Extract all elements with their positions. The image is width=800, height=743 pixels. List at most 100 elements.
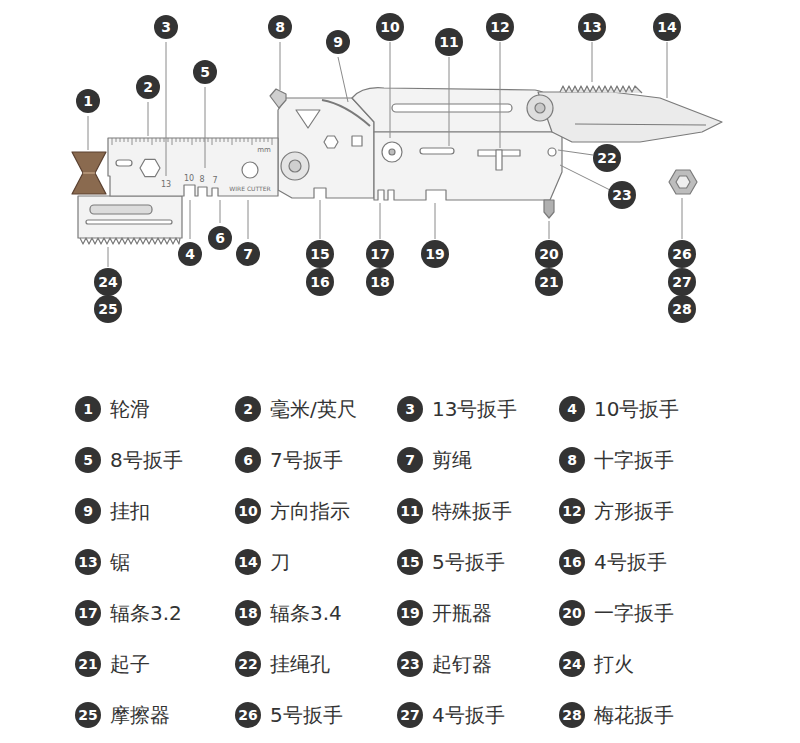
hex-bit (669, 170, 697, 194)
item-number: 25 (75, 702, 101, 728)
ruler-tick (216, 138, 217, 142)
key-entry: 21 起子 (75, 651, 150, 677)
leader-lines (88, 42, 682, 267)
leader-line (500, 42, 501, 148)
ruler-tick (172, 138, 173, 145)
item-number: 12 (559, 498, 585, 524)
item-number: 1 (75, 396, 101, 422)
item-number: 16 (559, 549, 585, 575)
key-entry: 17辐条3.2 (75, 600, 182, 626)
ruler-tick (240, 138, 241, 142)
item-name: 13号扳手 (432, 397, 517, 421)
callout-number: 11 (435, 28, 463, 56)
item-number: 24 (98, 275, 117, 289)
key-entry: 25摩擦器 (75, 702, 170, 728)
blade-pivot (527, 95, 553, 121)
callout-number: 12 (486, 13, 514, 41)
item-number: 21 (539, 275, 558, 289)
ruler-tick (244, 138, 245, 142)
item-name: 起钉器 (432, 652, 492, 676)
leader-line (558, 150, 593, 155)
item-name: 锯 (110, 550, 130, 574)
item-number: 19 (397, 600, 423, 626)
item-number: 10 (380, 20, 399, 34)
item-name: 挂扣 (110, 499, 150, 523)
item-name: 毫米/英尺 (270, 397, 357, 421)
item-name: 剪绳 (432, 448, 472, 472)
leader-line (220, 200, 221, 223)
leader-line (205, 87, 206, 168)
tool-marking: 7 (212, 177, 217, 185)
ruler-tick (272, 138, 273, 145)
item-name: 5号扳手 (432, 550, 505, 574)
ruler-tick (248, 138, 249, 142)
item-number: 28 (672, 302, 691, 316)
item-name: 特殊扳手 (432, 499, 512, 523)
hex-wrench-13 (140, 159, 160, 176)
key-entry: 12方形扳手 (559, 498, 674, 524)
key-entry: 2 毫米/英尺 (235, 396, 357, 422)
callout-number: 5 (193, 60, 217, 84)
handle-slot (392, 104, 512, 112)
item-number: 21 (75, 651, 101, 677)
key-entry: 274号扳手 (397, 702, 505, 728)
cross-wrench-tip (270, 89, 286, 108)
ruler-tick (232, 138, 233, 145)
ruler-tick (168, 138, 169, 142)
callout-number: 7 (236, 242, 260, 266)
triangle-cutout (296, 110, 320, 128)
callout-number: 25 (94, 295, 122, 323)
pivot-inner (289, 160, 301, 172)
blade (538, 92, 722, 142)
item-number: 15 (397, 549, 423, 575)
item-number: 15 (310, 247, 329, 261)
ruler-tick (164, 138, 165, 142)
center-body (278, 98, 374, 198)
ruler-tick (260, 138, 261, 142)
item-number: 3 (397, 396, 423, 422)
item-number: 13 (75, 549, 101, 575)
tool-marking: WIRE CUTTER (229, 186, 270, 192)
ruler-tick (112, 138, 113, 145)
leader-line (320, 200, 321, 239)
item-number: 18 (235, 600, 261, 626)
saw-teeth (560, 86, 642, 93)
key-entry: 20一字扳手 (559, 600, 674, 626)
item-number: 22 (597, 151, 616, 165)
leader-line (108, 247, 109, 267)
ruler-tick (256, 138, 257, 142)
item-number: 26 (235, 702, 261, 728)
key-entry: 3 13号扳手 (397, 396, 517, 422)
item-number: 4 (559, 396, 585, 422)
ruler-tick (180, 138, 181, 142)
item-number: 9 (75, 498, 101, 524)
leader-line (190, 200, 191, 239)
key-entry: 9 挂扣 (75, 498, 150, 524)
item-name: 辐条3.2 (110, 601, 182, 625)
tool-marking: 10 (184, 175, 194, 183)
ruler-tick (116, 138, 117, 142)
striker-slot (86, 220, 172, 224)
item-name: 起子 (110, 652, 150, 676)
special-wrench-slot (420, 148, 454, 154)
ruler-tick (192, 138, 193, 145)
item-name: 4号扳手 (594, 550, 667, 574)
callout-number: 3 (154, 15, 178, 39)
hex-cutout (324, 136, 338, 148)
ruler-tick (152, 138, 153, 145)
leader-line (88, 116, 89, 150)
square-hole (352, 136, 362, 146)
ruler-tick (160, 138, 161, 142)
callout-number: 21 (535, 268, 563, 296)
item-number: 24 (559, 651, 585, 677)
key-entry: 28梅花扳手 (559, 702, 674, 728)
item-number: 19 (425, 247, 444, 261)
ruler-tick (184, 138, 185, 142)
item-number: 2 (235, 396, 261, 422)
lanyard-hole (548, 148, 556, 156)
ruler-tick (220, 138, 221, 142)
item-number: 25 (98, 302, 117, 316)
ruler-tick (236, 138, 237, 142)
fire-starter-block (78, 196, 182, 238)
